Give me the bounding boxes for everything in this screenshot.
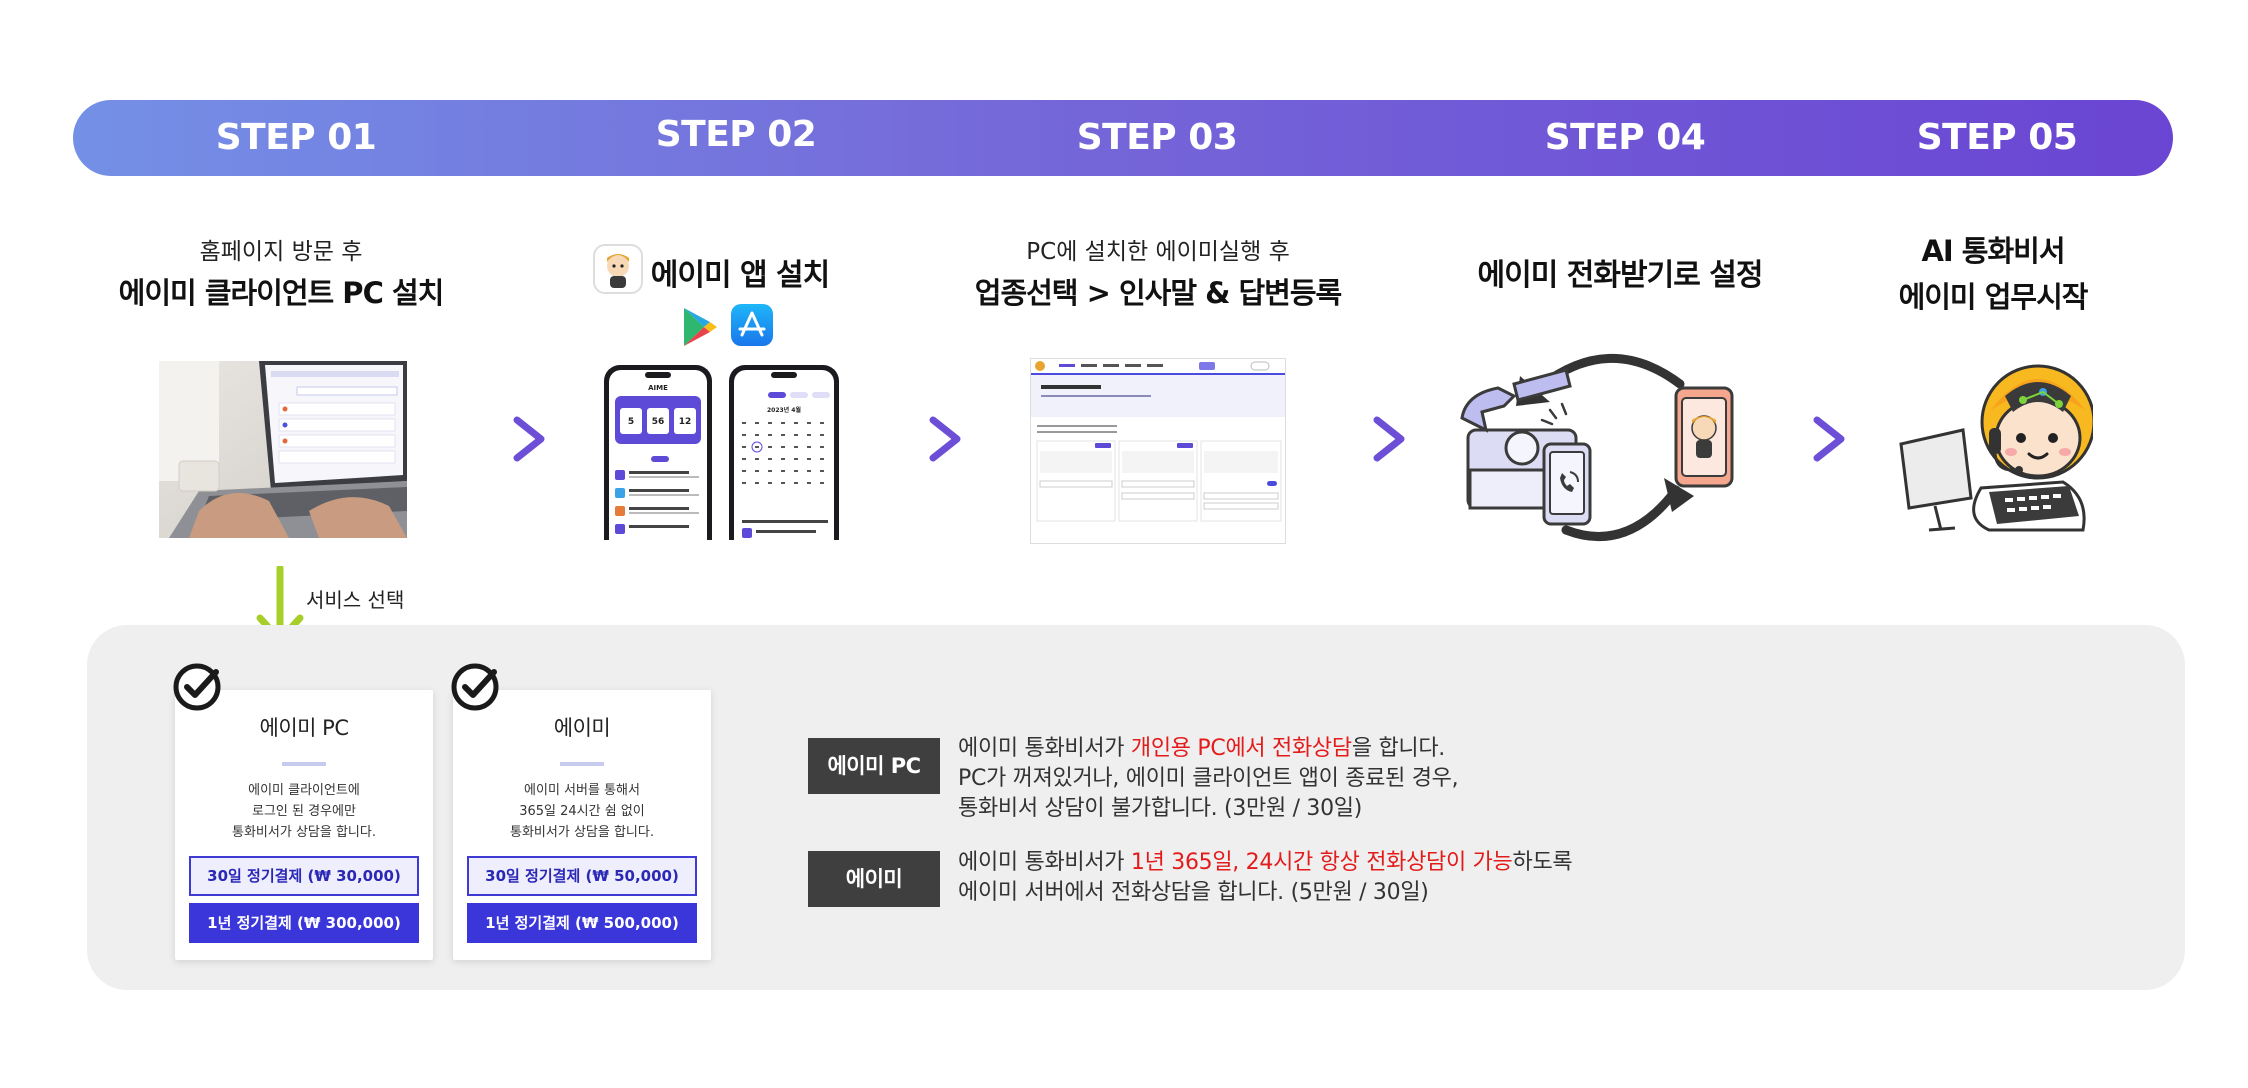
admin-screen-mockup bbox=[1030, 358, 1286, 544]
info-pc-line3: 통화비서 상담이 불가합니다. (3만원 / 30일) bbox=[958, 796, 1363, 821]
info-tag-pc: 에이미 PC bbox=[808, 738, 940, 794]
step-2-heading: 에이미 앱 설치 bbox=[650, 258, 830, 293]
info-server-line1: 에이미 통화비서가 1년 365일, 24시간 항상 전화상담이 가능하도록 bbox=[958, 850, 1573, 875]
plan-description: 에이미 클라이언트에 로그인 된 경우에만 통화비서가 상담을 합니다. bbox=[232, 783, 376, 840]
check-icon bbox=[451, 663, 499, 711]
plan-card-pc: 에이미 PC 에이미 클라이언트에 로그인 된 경우에만 통화비서가 상담을 합… bbox=[175, 690, 433, 960]
step-1-heading: 에이미 클라이언트 PC 설치 bbox=[118, 276, 445, 310]
card-divider bbox=[560, 762, 604, 766]
info-pc-line1: 에이미 통화비서가 개인용 PC에서 전화상담을 합니다. bbox=[958, 736, 1445, 761]
plan-title: 에이미 PC bbox=[259, 716, 349, 740]
step-05-label: STEP 05 bbox=[1916, 117, 2078, 158]
ai-agent-mascot bbox=[1893, 358, 2096, 538]
service-select-label: 서비스 선택 bbox=[306, 588, 405, 612]
plan-title: 에이미 bbox=[553, 716, 611, 740]
info-text-pc: 에이미 통화비서가 개인용 PC에서 전화상담을 합니다. PC가 꺼져있거나,… bbox=[958, 734, 1459, 824]
yearly-payment-button[interactable]: 1년 정기결제 (₩ 500,000) bbox=[467, 903, 697, 943]
highlight-text: 1년 365일, 24시간 항상 전화상담이 가능 bbox=[1130, 850, 1513, 875]
step-1-subtitle: 홈페이지 방문 후 bbox=[199, 239, 363, 265]
laptop-photo bbox=[159, 361, 407, 538]
info-text-server: 에이미 통화비서가 1년 365일, 24시간 항상 전화상담이 가능하도록 에… bbox=[958, 848, 1573, 908]
plan-description: 에이미 서버를 통해서 365일 24시간 쉼 없이 통화비서가 상담을 합니다… bbox=[510, 783, 654, 840]
step-3-subtitle: PC에 설치한 에이미실행 후 bbox=[1026, 239, 1290, 265]
chevron-right-icon bbox=[929, 416, 961, 462]
phone-brand-text: AIME bbox=[648, 384, 668, 392]
step-3-title: PC에 설치한 에이미실행 후 업종선택 > 인사말 & 답변등록 bbox=[974, 232, 1342, 312]
info-tag-server: 에이미 bbox=[808, 851, 940, 907]
step-4-heading: 에이미 전화받기로 설정 bbox=[1477, 258, 1764, 293]
step-4-title: 에이미 전화받기로 설정 bbox=[1477, 246, 1764, 294]
phone-mockup-calendar: 2023년 4월 bbox=[728, 364, 840, 540]
step-02-label: STEP 02 bbox=[655, 114, 817, 155]
phone-stat-3: 12 bbox=[679, 417, 692, 427]
step-04-label: STEP 04 bbox=[1544, 117, 1706, 158]
highlight-text: 개인용 PC에서 전화상담 bbox=[1130, 736, 1352, 761]
monthly-payment-button[interactable]: 30일 정기결제 (₩ 30,000) bbox=[189, 856, 419, 896]
step-1-title: 홈페이지 방문 후 에이미 클라이언트 PC 설치 bbox=[118, 232, 445, 312]
app-store-icon[interactable] bbox=[731, 304, 773, 346]
step-5-heading-line1: AI 통화비서 bbox=[1921, 234, 2065, 268]
step-3-heading: 업종선택 > 인사말 & 답변등록 bbox=[974, 276, 1342, 310]
info-server-line2: 에이미 서버에서 전화상담을 합니다. (5만원 / 30일) bbox=[958, 880, 1429, 905]
step-01-label: STEP 01 bbox=[215, 117, 377, 158]
phone-stat-1: 5 bbox=[628, 417, 634, 427]
chevron-right-icon bbox=[513, 416, 545, 462]
plan-card-server: 에이미 에이미 서버를 통해서 365일 24시간 쉼 없이 통화비서가 상담을… bbox=[453, 690, 711, 960]
info-pc-line2: PC가 꺼져있거나, 에이미 클라이언트 앱이 종료된 경우, bbox=[958, 766, 1459, 791]
card-divider bbox=[282, 762, 326, 766]
step-03-label: STEP 03 bbox=[1076, 117, 1238, 158]
yearly-payment-button[interactable]: 1년 정기결제 (₩ 300,000) bbox=[189, 903, 419, 943]
phone-stat-2: 56 bbox=[652, 417, 665, 427]
google-play-icon[interactable] bbox=[680, 306, 720, 348]
step-5-heading-line2: 에이미 업무시작 bbox=[1898, 280, 2089, 314]
step-bar: STEP 01 STEP 02 STEP 03 STEP 04 STEP 05 bbox=[73, 100, 2173, 176]
call-forwarding-illustration bbox=[1458, 340, 1738, 542]
chevron-right-icon bbox=[1373, 416, 1405, 462]
phone-calendar-title: 2023년 4월 bbox=[767, 406, 801, 414]
chevron-right-icon bbox=[1813, 416, 1845, 462]
check-icon bbox=[173, 663, 221, 711]
phone-mockup-home: AIME 5 56 12 bbox=[603, 364, 713, 540]
step-5-title: AI 통화비서 에이미 업무시작 bbox=[1898, 228, 2089, 316]
monthly-payment-button[interactable]: 30일 정기결제 (₩ 50,000) bbox=[467, 856, 697, 896]
aime-app-icon bbox=[593, 244, 643, 294]
service-plans-panel bbox=[87, 625, 2185, 990]
